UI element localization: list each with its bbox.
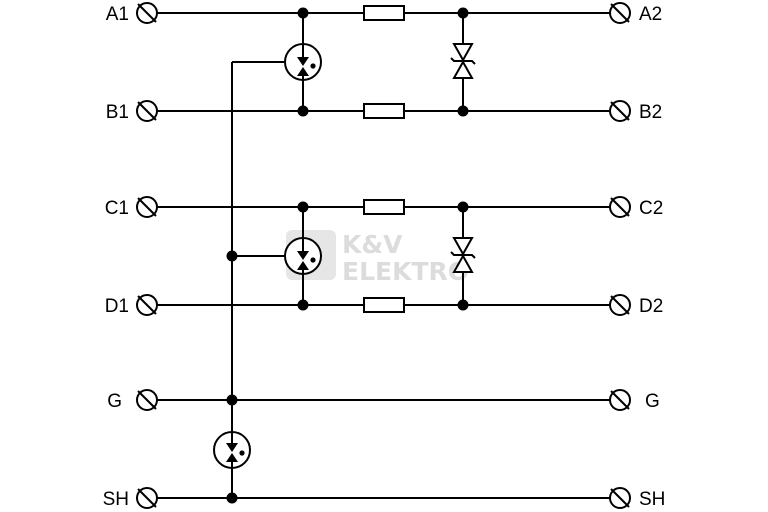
label-c2: C2: [639, 198, 663, 219]
terminal-d2-icon: [609, 294, 631, 316]
terminal-g-right-icon: [609, 389, 631, 411]
label-d2: D2: [639, 296, 663, 317]
terminal-b2-icon: [609, 100, 631, 122]
resistors: [363, 5, 405, 313]
terminal-a1-icon: [136, 2, 158, 24]
label-sh-left: SH: [103, 489, 129, 510]
resistor-d: [363, 297, 405, 313]
label-sh-right: SH: [639, 489, 665, 510]
label-a1: A1: [106, 4, 129, 25]
terminal-b1-icon: [136, 100, 158, 122]
tvs-diode-cd: [450, 237, 476, 273]
left-labels: A1 B1 C1 D1 G SH: [103, 4, 129, 510]
left-terminals: [136, 2, 158, 509]
terminal-sh-left-icon: [136, 487, 158, 509]
gdt-cd: [284, 237, 322, 275]
resistor-c: [363, 199, 405, 215]
right-terminals: [609, 2, 631, 509]
label-g-right: G: [645, 391, 660, 412]
label-b2: B2: [639, 102, 662, 123]
junction-nodes: [226, 7, 469, 504]
resistor-b: [363, 103, 405, 119]
label-b1: B1: [106, 102, 129, 123]
label-g-left: G: [107, 391, 122, 412]
terminal-a2-icon: [609, 2, 631, 24]
terminal-c2-icon: [609, 196, 631, 218]
terminal-d1-icon: [136, 294, 158, 316]
label-c1: C1: [105, 198, 129, 219]
gdt-ab: [284, 43, 322, 81]
resistor-a: [363, 5, 405, 21]
label-d1: D1: [105, 296, 129, 317]
right-labels: A2 B2 C2 D2 G SH: [639, 4, 665, 510]
tvs-diode-ab: [450, 43, 476, 79]
label-a2: A2: [639, 4, 662, 25]
gdt-g-sh: [213, 431, 251, 469]
terminal-c1-icon: [136, 196, 158, 218]
terminal-g-left-icon: [136, 389, 158, 411]
terminal-sh-right-icon: [609, 487, 631, 509]
watermark-line2: ELEKTRO: [342, 257, 469, 286]
watermark-line1: K&V: [342, 230, 403, 259]
